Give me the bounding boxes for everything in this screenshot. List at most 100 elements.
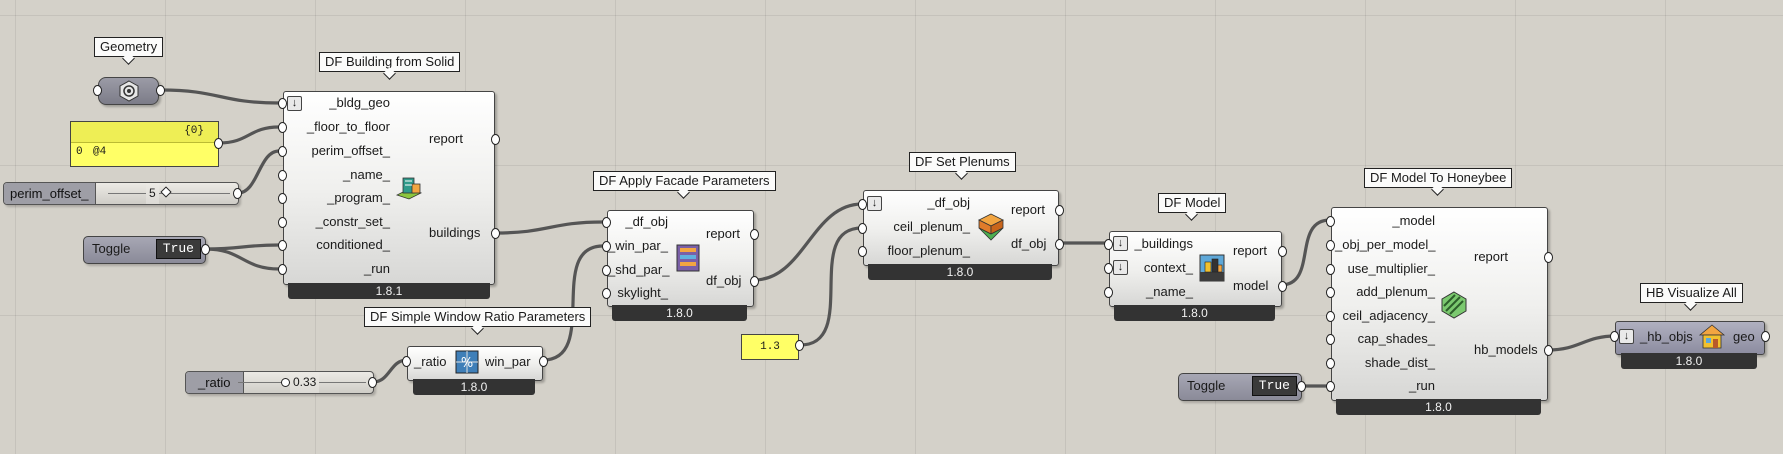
tohb-in-port-7[interactable] (1326, 381, 1335, 392)
df-model-to-honeybee[interactable] (1331, 207, 1548, 401)
building-in-port-4[interactable] (278, 193, 287, 204)
tohb-input-model: _model (1392, 213, 1435, 228)
geometry-param[interactable] (98, 77, 159, 105)
tohb-input-ceil-adjacency: ceil_adjacency_ (1342, 308, 1435, 323)
building-output-report: report (429, 131, 463, 146)
building-input-program: _program_ (327, 190, 390, 205)
toggle2-output-port[interactable] (1297, 381, 1306, 392)
tohb-input-obj-per-model: _obj_per_model_ (1335, 237, 1436, 252)
plenums-output-df-obj: df_obj (1011, 236, 1047, 251)
viz-out-port-0[interactable] (1761, 331, 1770, 342)
viz-in-port-0[interactable] (1610, 331, 1619, 342)
window-out-port-0[interactable] (539, 356, 548, 367)
model-out-port-0[interactable] (1278, 246, 1287, 257)
panel-row-value: @4 (93, 146, 107, 158)
building-in-port-1[interactable] (278, 122, 287, 133)
viz-input-hb-objs: _hb_objs (1640, 329, 1693, 344)
wire-geometry-bldg-geo (159, 88, 281, 105)
run-toggle[interactable]: Toggle True (1178, 373, 1302, 401)
perim-slider-value[interactable]: 5 (146, 183, 159, 204)
flatten-icon[interactable]: ↓ (287, 96, 302, 111)
conditioned-toggle[interactable]: Toggle True (83, 236, 206, 264)
wire-plenum-value (798, 226, 864, 347)
plenums-icon (978, 213, 1004, 241)
toggle1-value[interactable]: True (155, 239, 201, 259)
facade-title: DF Apply Facade Parameters (593, 171, 776, 191)
wire-model-tohb (1279, 218, 1332, 287)
df-building-from-solid[interactable] (283, 91, 495, 285)
plenums-flatten-icon[interactable]: ↓ (867, 196, 882, 211)
model-flatten-icon-1[interactable]: ↓ (1113, 260, 1128, 275)
panel-output-port[interactable] (214, 138, 223, 149)
ratio-slider-value[interactable]: 0.33 (290, 372, 320, 393)
model-in-port-2[interactable] (1104, 287, 1113, 298)
toggle2-name: Toggle (1187, 378, 1226, 393)
geometry-output-port[interactable] (156, 85, 165, 96)
facade-in-port-3[interactable] (602, 288, 611, 299)
window-output-win-par: win_par (485, 354, 531, 369)
building-title: DF Building from Solid (319, 52, 461, 72)
building-out-port-1[interactable] (491, 228, 500, 239)
facade-input-df-obj: _df_obj (625, 214, 668, 229)
viz-flatten-icon[interactable]: ↓ (1619, 329, 1634, 344)
toggle1-name: Toggle (92, 241, 131, 256)
building-in-port-5[interactable] (278, 217, 287, 228)
plenum-value-panel[interactable]: 1.3 (741, 334, 799, 360)
perim-slider-grip[interactable] (160, 186, 172, 198)
tohb-out-port-0[interactable] (1544, 252, 1553, 263)
plenums-in-port-0[interactable] (858, 199, 867, 210)
ratio-slider-output-port[interactable] (368, 377, 377, 388)
building-input-floor-to-floor: _floor_to_floor (306, 119, 390, 134)
facade-input-win-par: _win_par_ (608, 238, 668, 253)
plenums-out-port-0[interactable] (1055, 205, 1064, 216)
ratio-slider[interactable]: _ratio 0.33 (185, 371, 374, 394)
building-in-port-6[interactable] (278, 240, 287, 251)
plenums-out-port-1[interactable] (1055, 239, 1064, 250)
tohb-input-cap-shades: cap_shades_ (1357, 331, 1435, 346)
model-out-port-1[interactable] (1278, 281, 1287, 292)
tohb-in-port-3[interactable] (1326, 287, 1335, 298)
perim-slider-output-port[interactable] (233, 188, 242, 199)
window-version: 1.8.0 (413, 379, 535, 395)
model-input-name: _name_ (1146, 284, 1193, 299)
wire-facade-plenums (752, 202, 864, 282)
model-flatten-icon-0[interactable]: ↓ (1113, 236, 1128, 251)
tohb-in-port-2[interactable] (1326, 264, 1335, 275)
model-in-port-1[interactable] (1104, 263, 1113, 274)
window-in-port-0[interactable] (402, 356, 411, 367)
plenums-in-port-1[interactable] (858, 223, 867, 234)
tohb-in-port-1[interactable] (1326, 240, 1335, 251)
window-icon: % (455, 350, 479, 374)
plenums-in-port-2[interactable] (858, 246, 867, 257)
toggle2-value[interactable]: True (1251, 376, 1297, 396)
building-in-port-3[interactable] (278, 170, 287, 181)
tohb-in-port-6[interactable] (1326, 358, 1335, 369)
wire-win-par (541, 244, 605, 362)
panel-header: {0} (184, 125, 204, 137)
window-title: DF Simple Window Ratio Parameters (364, 307, 592, 327)
plenum-value-output-port[interactable] (795, 340, 804, 351)
perim-offset-slider[interactable]: perim_offset_ 5 (3, 182, 239, 205)
facade-in-port-1[interactable] (602, 241, 611, 252)
tohb-out-port-1[interactable] (1544, 345, 1553, 356)
ratio-slider-grip[interactable] (281, 378, 290, 387)
window-input-ratio: _ratio (414, 354, 447, 369)
tohb-in-port-4[interactable] (1326, 311, 1335, 322)
geometry-input-port[interactable] (93, 85, 102, 96)
viz-version: 1.8.0 (1621, 353, 1757, 369)
model-in-port-0[interactable] (1104, 239, 1113, 250)
tohb-input-add-plenum: add_plenum_ (1356, 284, 1435, 299)
building-in-port-2[interactable] (278, 146, 287, 157)
tohb-in-port-0[interactable] (1326, 216, 1335, 227)
tohb-in-port-5[interactable] (1326, 334, 1335, 345)
facade-out-port-1[interactable] (750, 276, 759, 287)
facade-in-port-2[interactable] (602, 265, 611, 276)
toggle1-output-port[interactable] (201, 244, 210, 255)
floor-height-panel[interactable]: {0} 0 @4 (70, 121, 219, 167)
building-in-port-0[interactable] (278, 98, 287, 109)
facade-out-port-0[interactable] (750, 229, 759, 240)
df-model[interactable] (1109, 231, 1282, 307)
facade-in-port-0[interactable] (602, 217, 611, 228)
building-in-port-7[interactable] (278, 264, 287, 275)
building-out-port-0[interactable] (491, 134, 500, 145)
